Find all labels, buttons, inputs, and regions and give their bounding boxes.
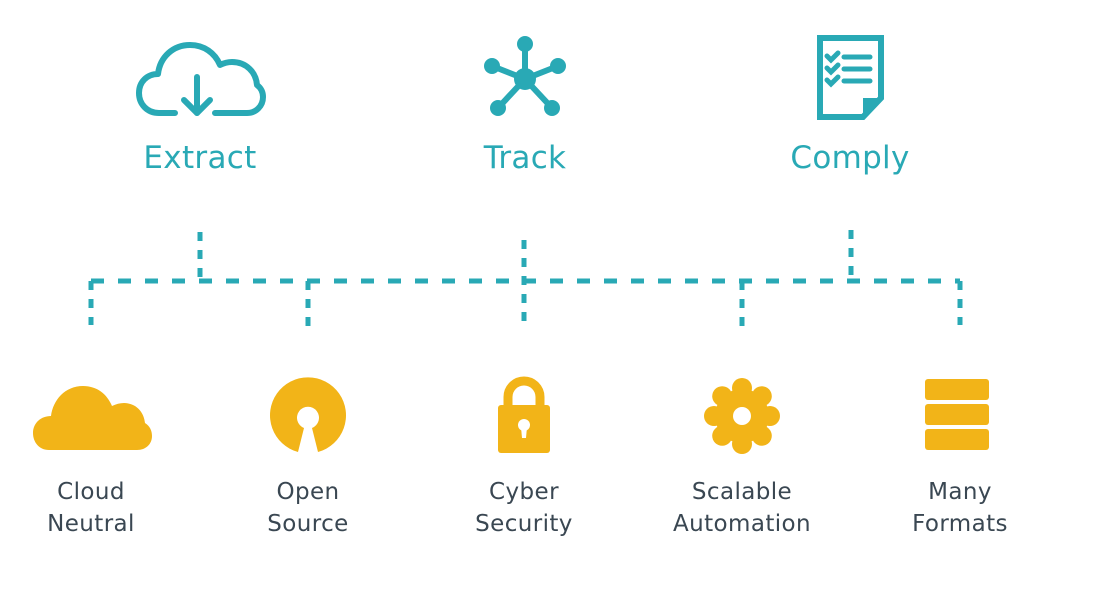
feature-label-line1: Cloud: [57, 479, 125, 505]
open-source-icon: [270, 377, 346, 452]
checklist-document-icon: [817, 35, 884, 120]
top-label-extract: Extract: [143, 140, 257, 176]
gear-icon: [704, 378, 780, 454]
feature-label-cloud-neutral: Cloud Neutral: [0, 476, 191, 540]
feature-label-line2: Source: [267, 511, 349, 537]
stacked-layers-icon: [925, 379, 989, 450]
feature-label-line1: Scalable: [691, 479, 793, 505]
top-label-track: Track: [483, 140, 567, 176]
feature-label-line2: Automation: [673, 511, 811, 537]
network-hub-icon: [484, 36, 566, 116]
feature-label-line2: Formats: [912, 511, 1008, 537]
padlock-icon: [498, 376, 550, 453]
feature-label-scalable-automation: Scalable Automation: [642, 476, 842, 540]
top-label-comply: Comply: [790, 140, 910, 176]
feature-label-line1: Many: [928, 479, 992, 505]
cloud-download-icon: [136, 42, 266, 116]
feature-label-cyber-security: Cyber Security: [424, 476, 624, 540]
feature-label-line2: Neutral: [47, 511, 135, 537]
cloud-icon: [33, 386, 152, 450]
feature-label-many-formats: Many Formats: [860, 476, 1060, 540]
feature-label-line1: Cyber: [489, 479, 559, 505]
feature-label-line1: Open: [276, 479, 340, 505]
feature-label-line2: Security: [475, 511, 573, 537]
feature-label-open-source: Open Source: [208, 476, 408, 540]
